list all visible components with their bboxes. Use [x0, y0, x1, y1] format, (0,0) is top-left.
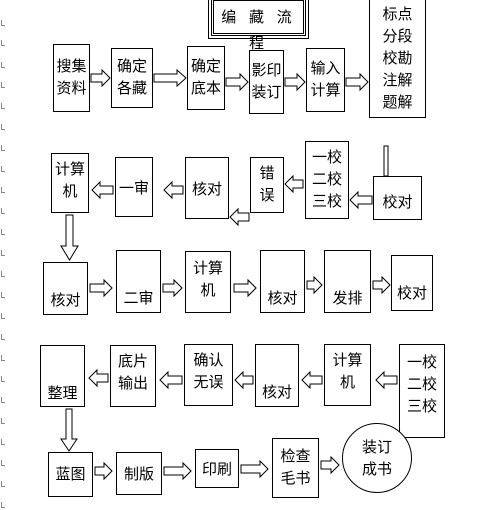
- arrow-left: [88, 368, 109, 388]
- box-label: 搜集 资料: [56, 57, 87, 97]
- box-label: 整理: [47, 384, 78, 402]
- box-blueprint: 蓝图: [48, 452, 93, 497]
- arrow-left: [163, 180, 184, 200]
- arrow-left: [91, 180, 114, 200]
- arrow-right: [162, 278, 183, 298]
- box-check-1: 核对: [185, 157, 229, 219]
- arrow-right: [233, 278, 257, 298]
- box-proof-rounds-1: 一校 二校 三校: [305, 141, 349, 219]
- box-check-3: 核对: [260, 250, 305, 313]
- box-proofread-2: 校对: [391, 255, 433, 311]
- box-label: 计算 机: [54, 160, 85, 200]
- box-confirm-no-errors: 确认 无误: [184, 344, 233, 406]
- box-label: 检查 毛书: [280, 447, 311, 487]
- box-label: 影印 装订: [251, 61, 282, 101]
- box-label: 发排: [332, 289, 363, 307]
- box-film-output: 底片 输出: [110, 345, 156, 407]
- box-label: 制版: [123, 465, 154, 483]
- box-determine-collections: 确定 各藏: [111, 48, 153, 108]
- arrow-left: [284, 174, 304, 194]
- box-label: 一校 二校 三校: [311, 148, 342, 210]
- box-second-review: 二审: [116, 250, 161, 313]
- arrow-right: [345, 72, 369, 92]
- box-label: 印刷: [201, 460, 232, 478]
- box-label: 核对: [261, 383, 292, 401]
- arrow-right: [320, 455, 340, 475]
- box-proof-rounds-2: 一校 二校 三校: [399, 344, 445, 438]
- box-proofread-1: 校对: [373, 176, 422, 220]
- arrow-left: [375, 370, 398, 390]
- box-inspect-copies: 检查 毛书: [272, 438, 319, 498]
- arrow-left: [301, 370, 323, 390]
- box-first-review: 一审: [115, 157, 153, 217]
- box-photocopy-bind: 影印 装订: [249, 50, 284, 114]
- box-label: 确定 底本: [190, 57, 221, 97]
- box-punctuate-annotate: 标点 分段 校勘 注解 题解: [369, 0, 426, 118]
- arrow-down: [60, 408, 78, 452]
- box-check-4: 核对: [255, 344, 299, 407]
- arrow-right: [153, 68, 187, 88]
- arrow-down-stem: [383, 145, 389, 177]
- box-label: 错 误: [259, 164, 275, 204]
- arrow-right: [89, 278, 113, 298]
- box-label: 计算 机: [332, 351, 363, 391]
- arrow-left: [229, 207, 250, 227]
- arrow-right: [163, 461, 192, 481]
- box-printing: 印刷: [195, 449, 239, 488]
- box-label: 一审: [118, 179, 149, 197]
- arrow-right: [240, 459, 269, 479]
- box-input-computer: 输入 计算: [306, 48, 345, 112]
- box-label: 标点 分段 校勘 注解 题解: [382, 5, 413, 111]
- diagram-title: 编 藏 流 程: [208, 0, 309, 52]
- box-label: 底片 输出: [117, 352, 148, 392]
- box-label: 装订 成书: [361, 438, 392, 478]
- box-label: 输入 计算: [310, 59, 341, 99]
- box-label: 确定 各藏: [116, 57, 147, 97]
- arrow-left: [159, 370, 183, 390]
- arrow-right: [372, 275, 391, 295]
- arrow-right: [225, 72, 249, 92]
- box-label: 蓝图: [55, 465, 86, 483]
- box-typeset: 发排: [324, 250, 371, 313]
- arrow-left: [234, 370, 254, 390]
- box-computer-3: 计算 机: [324, 344, 371, 406]
- box-organize: 整理: [40, 345, 85, 407]
- box-label: 计算 机: [192, 259, 223, 299]
- box-errors: 错 误: [250, 157, 284, 213]
- arrow-right: [94, 461, 113, 481]
- box-label: 校对: [396, 284, 427, 302]
- box-bind-into-book: 装订 成书: [342, 423, 412, 493]
- box-label: 校对: [382, 193, 413, 211]
- arrow-down: [60, 214, 79, 261]
- box-label: 核对: [191, 180, 222, 198]
- box-check-2: 核对: [43, 262, 88, 315]
- box-label: 确认 无误: [193, 351, 224, 391]
- box-determine-base-text: 确定 底本: [187, 46, 225, 110]
- box-computer-2: 计算 机: [185, 251, 231, 313]
- box-label: 一校 二校 三校: [406, 353, 437, 415]
- arrow-right: [90, 68, 111, 88]
- box-computer-1: 计算 机: [51, 153, 89, 213]
- box-platemaking: 制版: [116, 452, 162, 495]
- arrow-right: [306, 275, 323, 295]
- box-label: 核对: [267, 289, 298, 307]
- box-label: 二审: [123, 289, 154, 307]
- box-label: 核对: [50, 291, 81, 309]
- arrow-right: [284, 72, 306, 92]
- arrow-left: [349, 190, 373, 210]
- box-collect-materials: 搜集 资料: [53, 44, 90, 112]
